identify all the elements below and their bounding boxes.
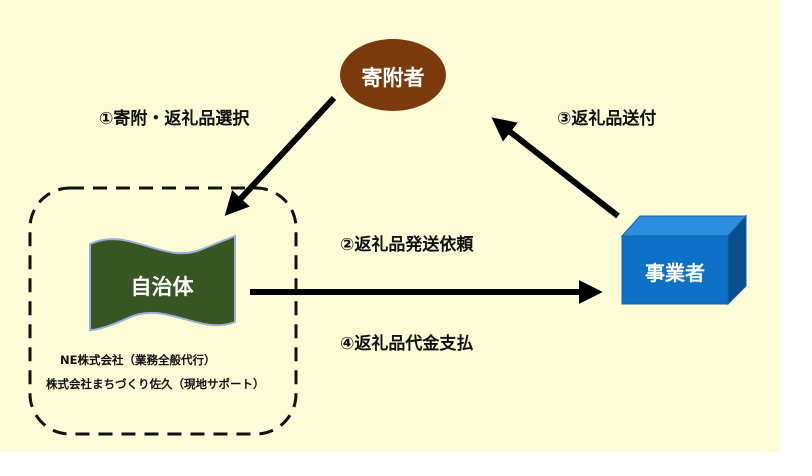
- business-node: [620, 214, 748, 306]
- business-label: 事業者: [645, 261, 705, 285]
- municipality-node: [89, 234, 236, 332]
- municipality-group-dashed-border: [28, 186, 298, 436]
- diagram-graphics: [28, 39, 748, 436]
- arrow-business-to-donor: [491, 117, 620, 219]
- flow-label-step2: ②返礼品発送依頼: [340, 235, 474, 255]
- donor-node: [340, 39, 446, 111]
- arrow-donor-to-municipality: [224, 95, 337, 216]
- flow-label-step1: ①寄附・返礼品選択: [99, 109, 250, 129]
- group-member-machizukuri: 株式会社まちづくり佐久（現地サポート）: [46, 377, 265, 391]
- donor-label: 寄附者: [361, 66, 425, 90]
- diagram-canvas: 寄附者 自治体 事業者 ①寄附・返礼品選択 ②返礼品発送依頼 ③返礼品送付 ④返…: [0, 0, 780, 452]
- flow-label-step3: ③返礼品送付: [557, 109, 657, 129]
- municipality-label: 自治体: [130, 275, 194, 299]
- group-member-ne: NE株式会社（業務全般代行）: [60, 353, 216, 367]
- flow-label-step4: ④返礼品代金支払: [340, 334, 474, 354]
